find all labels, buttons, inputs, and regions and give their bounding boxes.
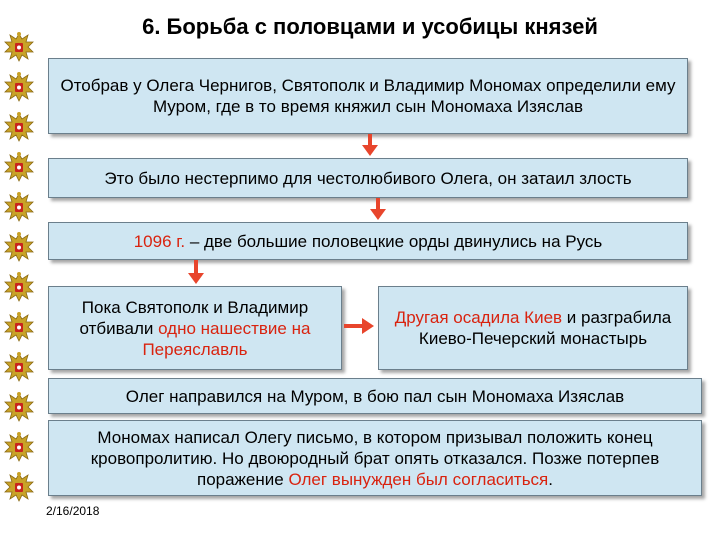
- down-arrow-3: [188, 260, 204, 284]
- down-arrow-2: [370, 198, 386, 220]
- eagle-emblem-icon: [4, 472, 34, 502]
- box-pereyaslavl-defense: Пока Святополк и Владимир отбивали одно …: [48, 286, 342, 370]
- box-1096-invasion-text: – две большие половецкие орды двинулись …: [185, 231, 603, 251]
- down-arrow-1: [362, 134, 378, 156]
- box-kiev-siege: Другая осадила Киев и разграбила Киево-П…: [378, 286, 688, 370]
- eagle-emblem-icon: [4, 72, 34, 102]
- slide-date: 2/16/2018: [46, 504, 100, 518]
- eagle-emblem-icon: [4, 192, 34, 222]
- pereyaslavl-highlight: одно нашествие на Переяславль: [142, 318, 311, 359]
- box-olegs-exile: Отобрав у Олега Чернигов, Святополк и Вл…: [48, 58, 688, 134]
- oleg-agreed-highlight: Олег вынужден был согласиться: [288, 469, 549, 489]
- box-murom-battle-text: Олег направился на Муром, в бою пал сын …: [125, 386, 625, 406]
- eagle-emblem-icon: [4, 392, 34, 422]
- box-oleg-anger: Это было нестерпимо для честолюбивого Ол…: [48, 158, 688, 198]
- box-murom-battle: Олег направился на Муром, в бою пал сын …: [48, 378, 702, 414]
- kiev-siege-highlight: Другая осадила Киев: [394, 308, 563, 327]
- eagle-emblem-icon: [4, 112, 34, 142]
- right-arrow: [344, 318, 374, 334]
- eagle-emblem-icon: [4, 32, 34, 62]
- eagle-emblem-icon: [4, 312, 34, 342]
- box-pereyaslavl-text: Пока Святополк и Владимир отбивали: [79, 297, 309, 338]
- box-kiev-siege-text: и разграбила Киево-Печерский монастырь: [418, 308, 672, 348]
- year-1096: 1096 г.: [133, 231, 186, 251]
- eagle-emblem-icon: [4, 272, 34, 302]
- box-monomakh-letter: Мономах написал Олегу письмо, в котором …: [48, 420, 702, 496]
- box-monomakh-letter-text: Мономах написал Олегу письмо, в котором …: [90, 427, 660, 489]
- eagle-emblem-icon: [4, 152, 34, 182]
- eagle-emblem-icon: [4, 432, 34, 462]
- slide-title: 6. Борьба с половцами и усобицы князей: [142, 14, 598, 39]
- eagle-emblem-icon: [4, 352, 34, 382]
- box-oleg-anger-text: Это было нестерпимо для честолюбивого Ол…: [104, 168, 632, 188]
- box-olegs-exile-text: Отобрав у Олега Чернигов, Святополк и Вл…: [60, 76, 676, 116]
- eagle-emblem-icon: [4, 232, 34, 262]
- box-1096-invasion: 1096 г. – две большие половецкие орды дв…: [48, 222, 688, 260]
